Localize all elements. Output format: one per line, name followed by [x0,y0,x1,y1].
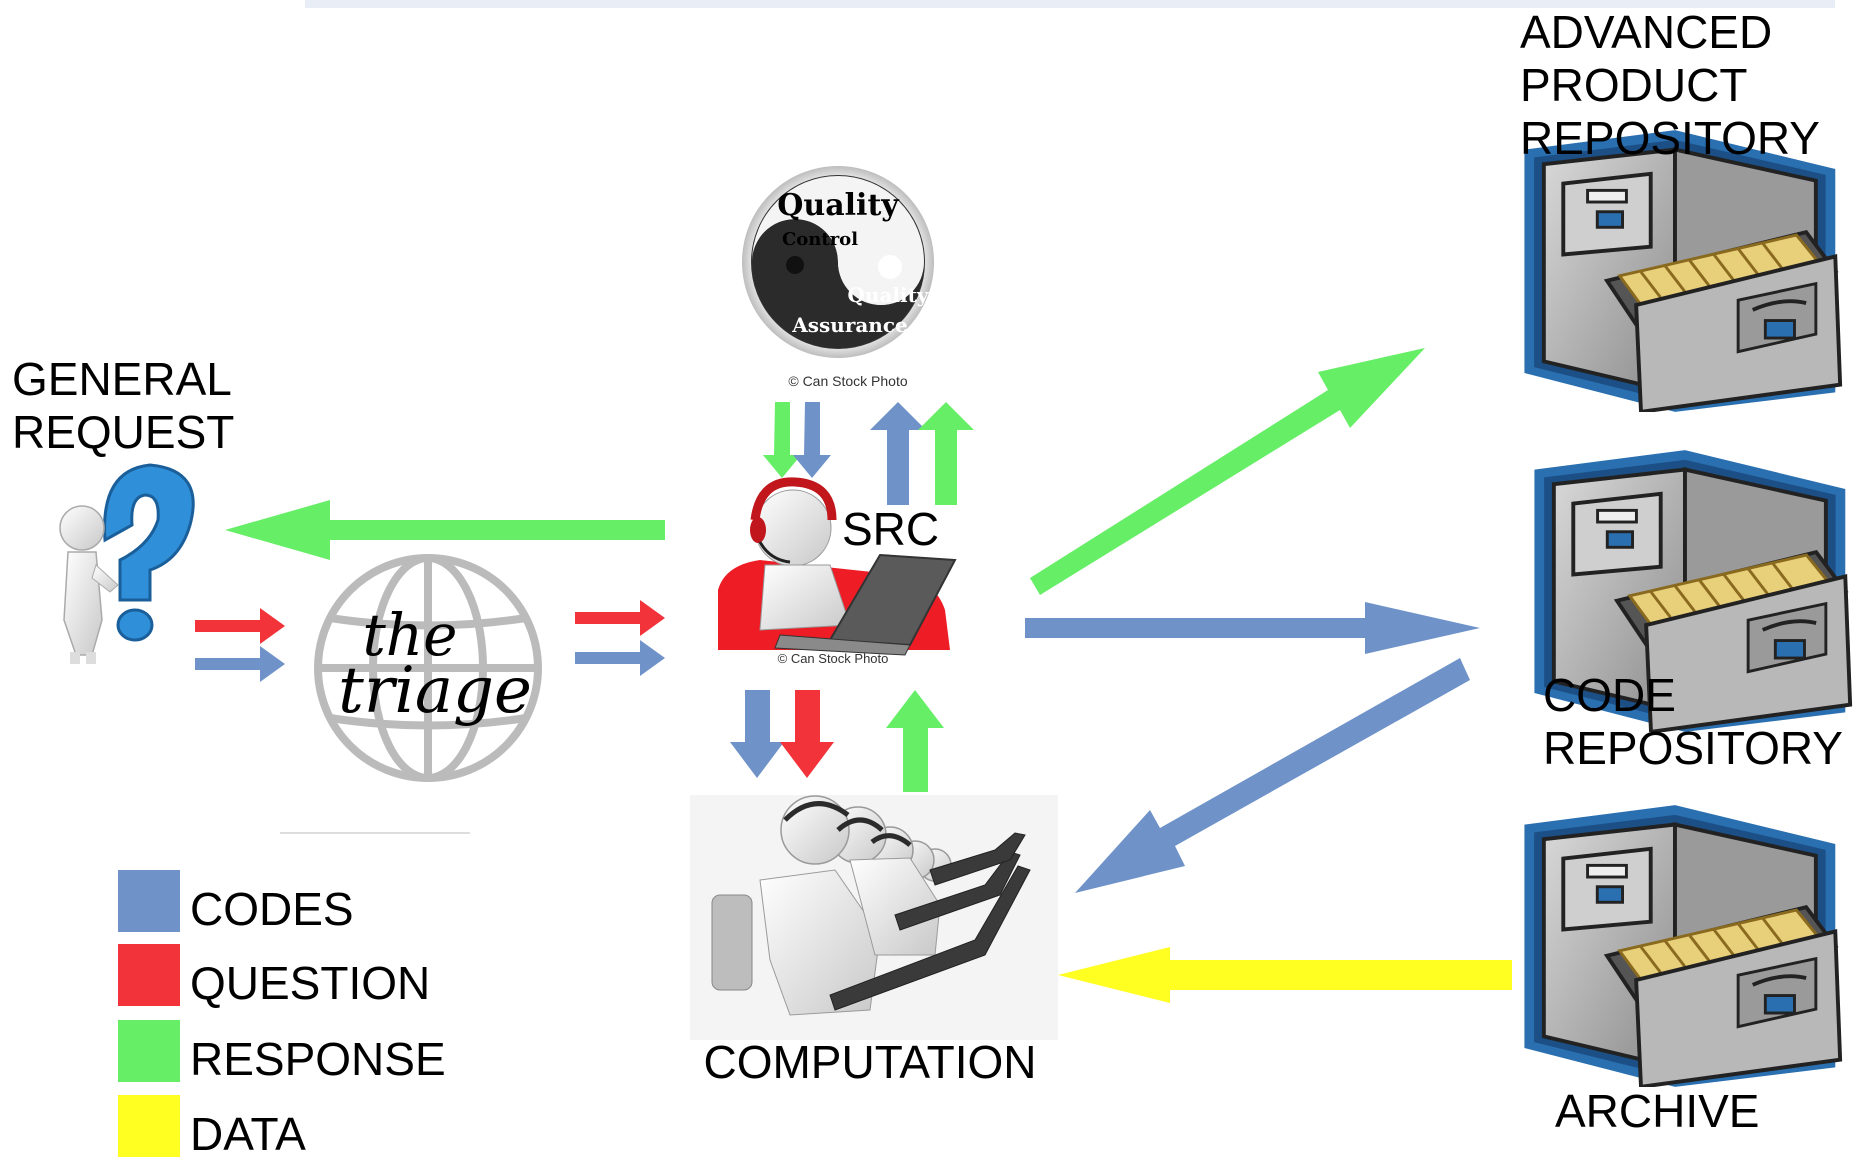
general-request-line1: GENERAL [12,353,232,405]
archive-cabinet-icon [1522,805,1843,1087]
response-arrow-to-request [225,500,665,560]
src-label: SRC [842,503,939,555]
response-arrow-computation-to-src [886,690,944,792]
yin-yang-icon [742,166,934,358]
support-operator-icon [718,477,957,656]
codes-arrow-src-to-computation [730,690,784,778]
qc-title: Quality [777,188,900,223]
computation-label: COMPUTATION [703,1036,1036,1088]
archive-label: ARCHIVE [1555,1085,1760,1137]
codes-arrow-src-to-qc [870,402,926,505]
question-arrow-src-to-computation [780,690,834,778]
legend-label-data: DATA [190,1108,306,1160]
question-arrow-triage-to-src [575,600,665,636]
question-mark-figure-icon [59,463,195,664]
codes-arrow-qc-to-src [793,402,831,478]
operators-row-icon [690,795,1058,1040]
legend-label-response: RESPONSE [190,1033,446,1085]
code-repo-line2: REPOSITORY [1543,722,1843,774]
qc-credit: © Can Stock Photo [788,373,907,389]
advanced-repo-line2: PRODUCT [1520,59,1748,111]
src-credit: © Can Stock Photo [778,651,889,666]
advanced-repo-cabinet-icon [1522,130,1843,412]
codes-arrow-triage-to-src [575,640,665,676]
codes-arrow-code-repo-to-computation [1075,658,1470,893]
globe-icon [314,554,542,782]
triage-word-triage: triage [338,654,532,728]
response-arrow-qc-to-src [763,402,801,478]
response-arrow-src-to-qc [918,402,974,505]
response-arrow-src-to-advanced [1030,348,1425,595]
legend-label-question: QUESTION [190,957,431,1009]
legend-swatch-data [118,1095,180,1157]
codes-arrow-request-to-triage [195,646,285,682]
qc-assurance: Assurance [791,313,908,337]
qc-quality-2: Quality [848,283,930,307]
question-arrow-request-to-triage [195,608,285,644]
top-band [305,0,1835,8]
advanced-repo-line1: ADVANCED [1520,6,1773,58]
legend-swatch-codes [118,870,180,932]
legend-swatch-question [118,944,180,1006]
advanced-repo-line3: REPOSITORY [1520,112,1820,164]
general-request-line2: REQUEST [12,406,235,458]
data-arrow-archive-to-computation [1058,947,1512,1003]
codes-arrow-src-to-code-repo [1025,602,1480,654]
code-repo-line1: CODE [1543,669,1676,721]
qc-control: Control [782,229,858,250]
triage-word-the: the [363,601,458,669]
legend-label-codes: CODES [190,883,354,935]
legend-swatch-response [118,1020,180,1082]
